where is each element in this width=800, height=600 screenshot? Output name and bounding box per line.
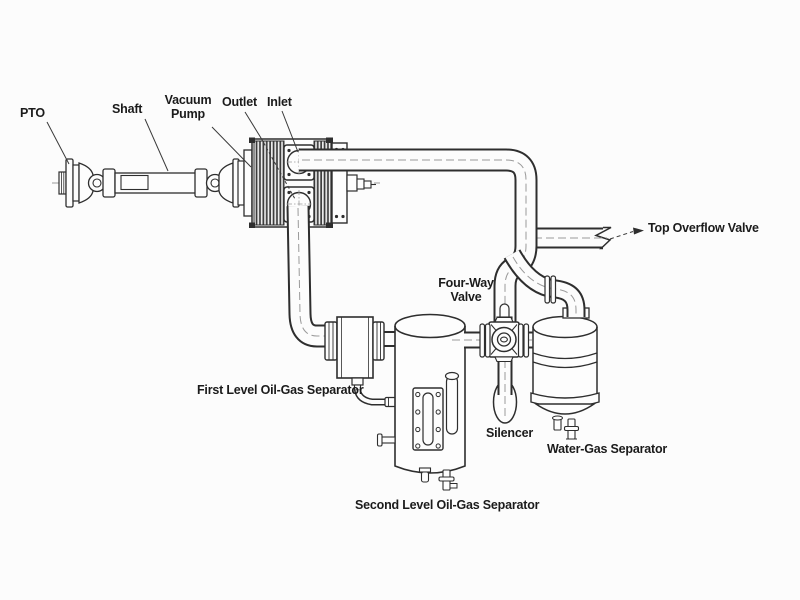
leader-lines [46, 110, 644, 240]
label-shaft: Shaft [112, 102, 143, 116]
label-four-way-valve: Four-Way Valve [438, 276, 494, 304]
label-outlet: Outlet [222, 95, 257, 109]
outlet-pipe [286, 205, 330, 348]
label-top-overflow-valve: Top Overflow Valve [648, 221, 759, 235]
second-level-separator-drawing [376, 313, 466, 491]
label-inlet: Inlet [267, 95, 292, 109]
pto-shaft-drawing [52, 158, 380, 208]
four-way-valve-drawing [479, 303, 530, 363]
label-silencer: Silencer [486, 426, 534, 440]
branch-pipe [503, 249, 586, 320]
label-water-gas-separator: Water-Gas Separator [547, 442, 668, 456]
label-vacuum-pump: Vacuum Pump [164, 93, 212, 121]
label-first-level-separator: First Level Oil-Gas Separator [197, 383, 364, 397]
silencer-drawing [492, 356, 518, 424]
water-gas-separator-drawing [530, 307, 600, 440]
first-level-separator-drawing [324, 316, 398, 408]
label-second-level-separator: Second Level Oil-Gas Separator [355, 498, 540, 512]
label-pto: PTO [20, 106, 45, 120]
